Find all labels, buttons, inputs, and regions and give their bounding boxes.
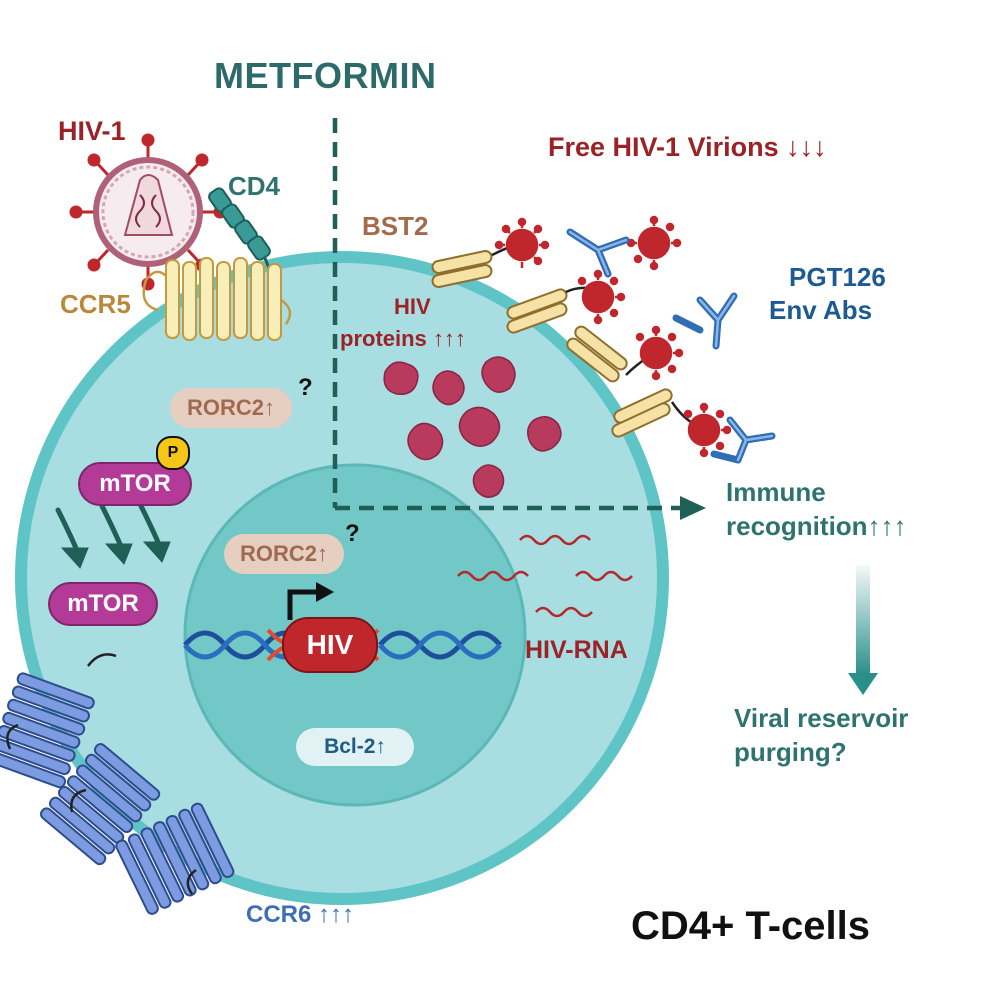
hiv-protein-blobs xyxy=(383,356,562,498)
free-virions-label: Free HIV-1 Virions ↓↓↓ xyxy=(548,132,827,162)
hiv1-label: HIV-1 xyxy=(58,116,126,146)
bst2-tether-icon xyxy=(431,243,695,438)
hiv-proteins-label-line2: proteins ↑↑↑ xyxy=(340,326,466,351)
bcl2-pill: Bcl-2↑ xyxy=(296,728,414,766)
hiv-rna-label: HIV-RNA xyxy=(525,636,628,664)
ccr5-label: CCR5 xyxy=(60,289,131,319)
hiv-rna-strands xyxy=(457,534,633,618)
metformin-title: METFORMIN xyxy=(214,55,437,96)
virion-cluster xyxy=(494,215,732,458)
immune-label-line1: Immune xyxy=(726,477,826,507)
immune-label-line2: recognition↑↑↑ xyxy=(726,511,907,541)
pgt126-label-line1: PGT126 xyxy=(789,262,886,292)
immune-arrowhead xyxy=(680,496,706,520)
transcription-start-arrow xyxy=(287,589,318,620)
rorc2-nucleus-pill: RORC2↑ xyxy=(224,534,344,574)
cd4-label: CD4 xyxy=(228,171,281,201)
hiv-virion-icon xyxy=(69,133,227,291)
ccr5-receptor-icon xyxy=(142,257,292,341)
bst2-label: BST2 xyxy=(362,211,429,241)
pgt126-label-line2: Env Abs xyxy=(769,295,873,325)
ccr6-receptor-icon xyxy=(0,672,235,915)
cell-type-label: CD4+ T-cells xyxy=(631,904,871,948)
mtor-pill: mTOR xyxy=(48,582,158,626)
purging-arrow-shaft xyxy=(856,565,870,675)
hiv-proteins-label-line1: HIV xyxy=(394,294,431,319)
hiv-gene-pill: HIV xyxy=(282,617,378,673)
phospho-badge: P xyxy=(156,436,190,470)
viral-purging-label-line1: Viral reservoir xyxy=(734,703,909,733)
rorc2-nucleus-question: ? xyxy=(345,520,360,547)
purging-arrowhead xyxy=(848,673,878,695)
mtor-activation-arrows xyxy=(55,501,171,569)
rorc2-cytoplasm-pill: RORC2↑ xyxy=(170,388,292,428)
viral-purging-label-line2: purging? xyxy=(734,737,847,767)
ccr6-label: CCR6 ↑↑↑ xyxy=(246,901,355,928)
rorc2-cytoplasm-question: ? xyxy=(298,374,313,401)
